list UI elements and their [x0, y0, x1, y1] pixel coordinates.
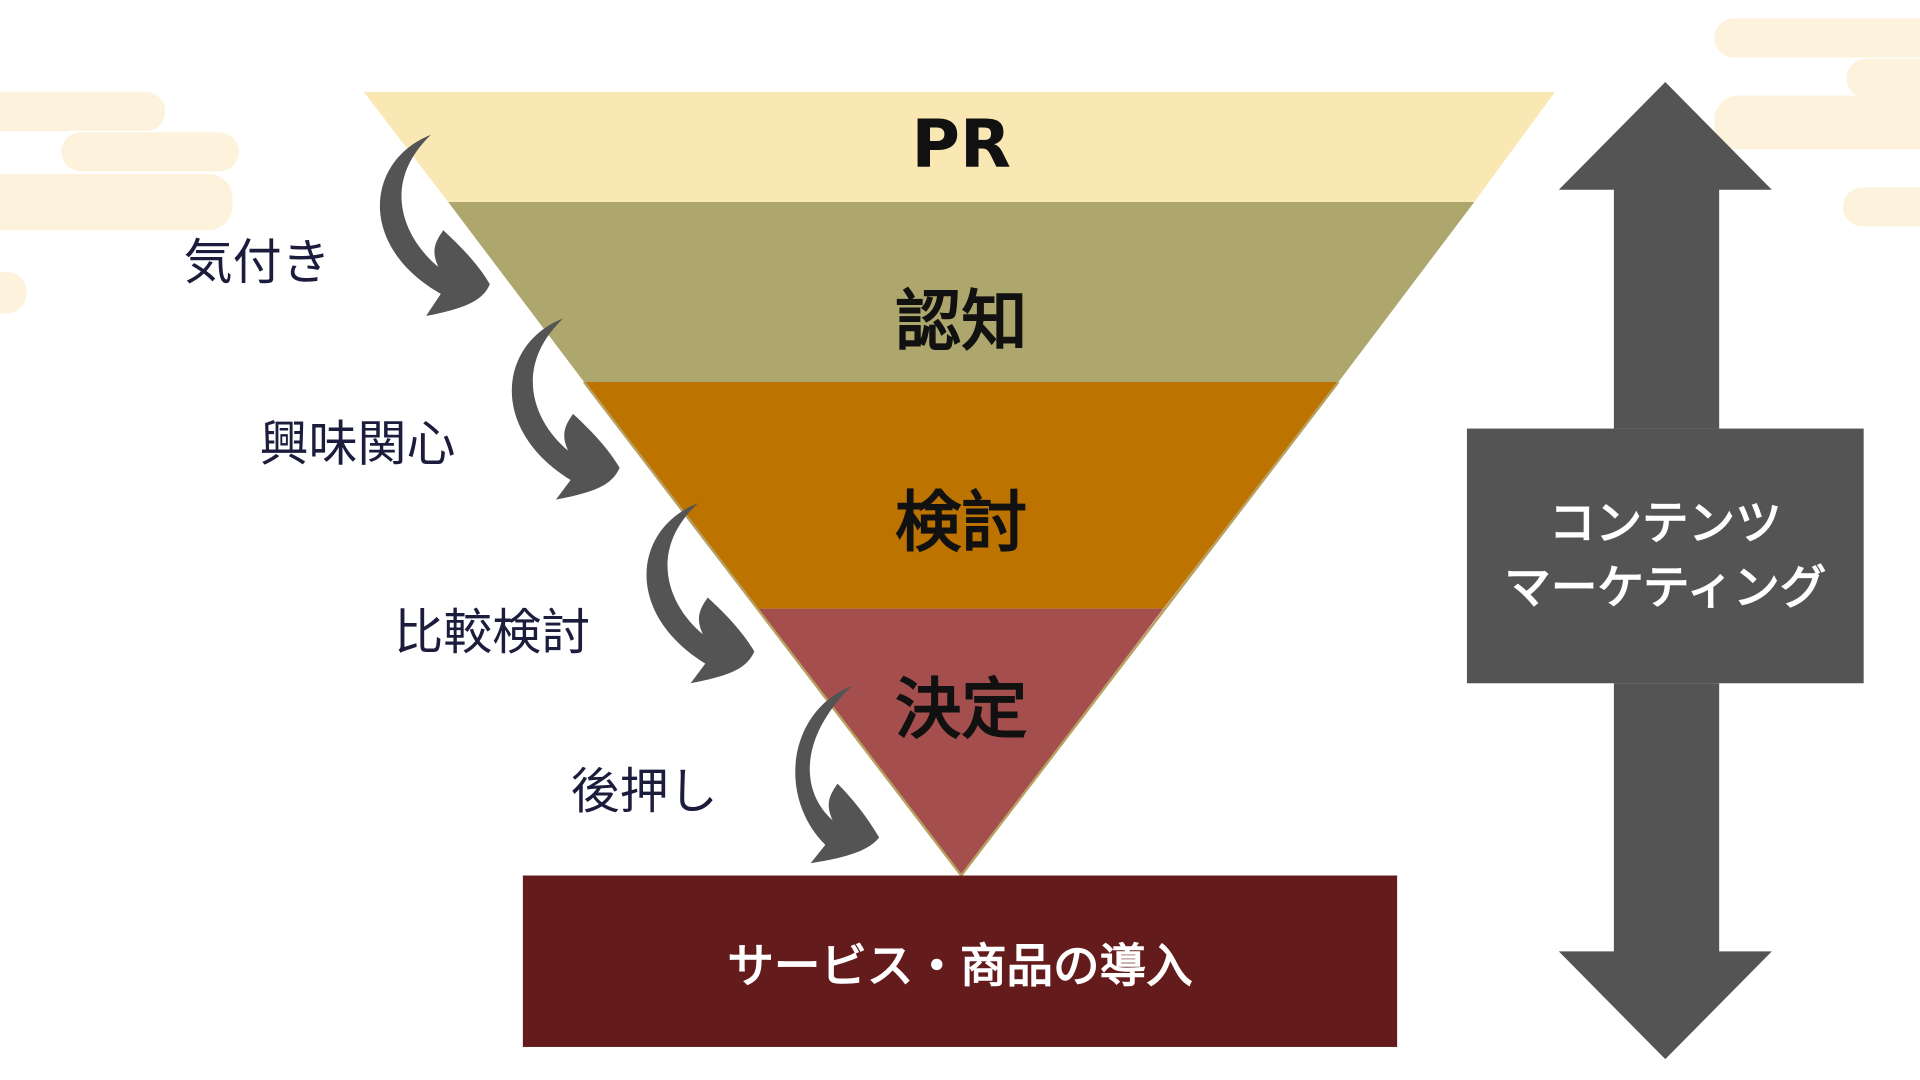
content-marketing-box: コンテンツ マーケティング: [1466, 428, 1864, 684]
stage-band-consideration: [584, 382, 1339, 609]
step-label-interest: 興味関心: [259, 416, 456, 473]
background-clouds: [0, 18, 1920, 314]
stage-band-pr: [363, 91, 1556, 203]
stage-band-awareness: [448, 202, 1475, 383]
curved-arrow-icons: [379, 134, 880, 864]
stage-label-decision: 決定: [895, 671, 1028, 749]
step-label-comparison: 比較検討: [394, 604, 591, 662]
stage-label-awareness: 認知: [895, 282, 1028, 361]
step-label-push: 後押し: [570, 764, 718, 821]
arrow-down-icon: [1558, 683, 1772, 1060]
curved-arrow-icon: [646, 503, 755, 684]
arrow-up-icon: [1558, 82, 1772, 429]
stage-label-consideration: 検討: [895, 483, 1028, 561]
stage-band-decision: [756, 608, 1164, 876]
curved-arrow-icon: [511, 318, 620, 500]
curved-arrow-icon: [379, 134, 490, 316]
result-box: サービス・商品の導入: [522, 875, 1398, 1047]
side-label-line2: マーケティング: [1504, 560, 1827, 615]
curved-arrow-icon: [795, 685, 880, 864]
double-arrow: [1558, 82, 1772, 1060]
stage-label-pr: PR: [911, 105, 1011, 183]
result-label: サービス・商品の導入: [727, 938, 1193, 993]
side-label-line1: コンテンツ: [1548, 495, 1782, 550]
step-label-notice: 気付き: [183, 235, 331, 292]
